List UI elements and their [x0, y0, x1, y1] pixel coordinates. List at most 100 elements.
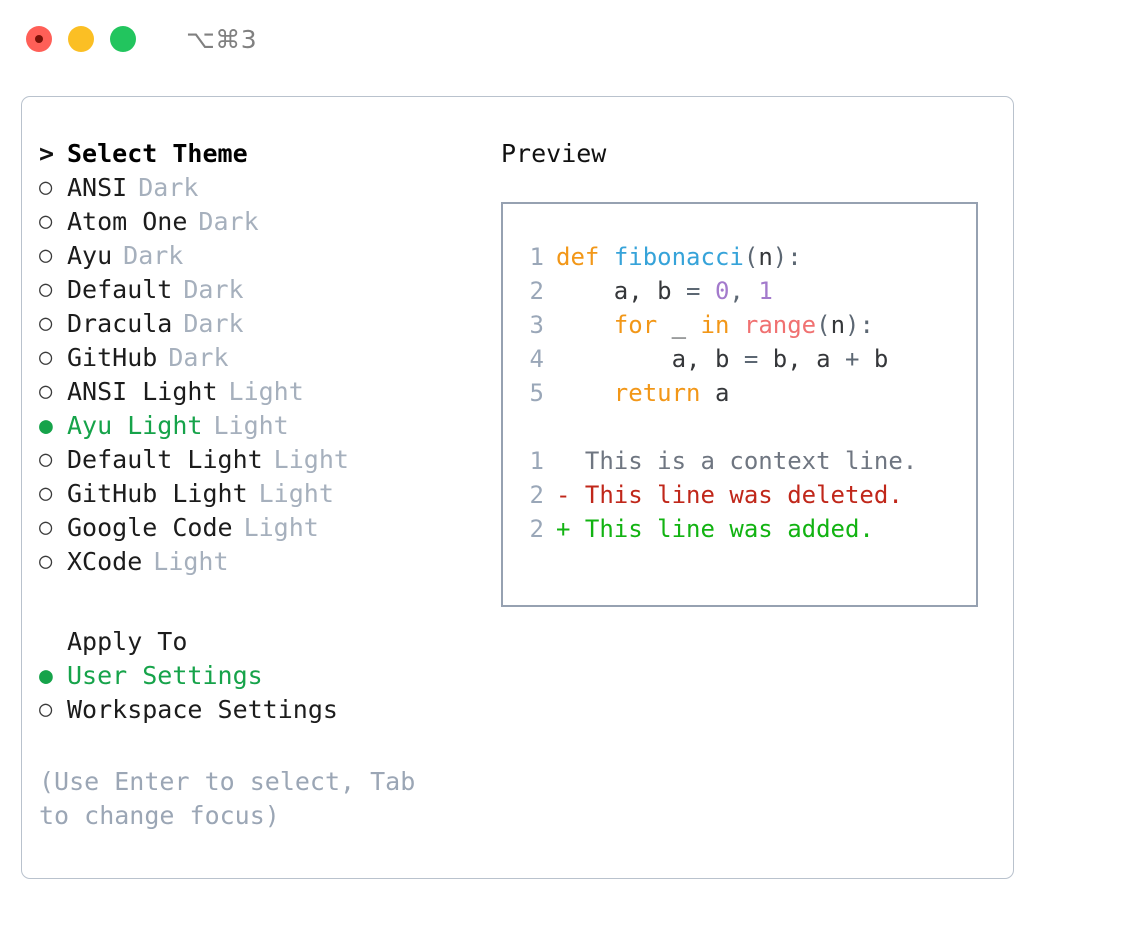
code-token: b [873, 345, 889, 373]
radio-unselected-icon: ○ [39, 549, 53, 574]
minimize-window-button[interactable] [68, 26, 94, 52]
theme-option-label: Ayu Light [67, 411, 203, 440]
code-diff-spacer [520, 410, 976, 444]
theme-option-label: Atom One [67, 207, 188, 236]
theme-option-github-light[interactable]: ○ GitHub Light Light [39, 477, 491, 511]
radio-unselected-icon: ○ [39, 481, 53, 506]
theme-option-github[interactable]: ○ GitHub Dark [39, 341, 491, 375]
theme-option-label: ANSI Light [67, 377, 218, 406]
code-token: fibonacci [613, 243, 744, 271]
diff-line-text: - This line was deleted. [556, 481, 903, 509]
radio-unselected-icon: ○ [39, 175, 53, 200]
bullet-placeholder-icon: ○ [39, 625, 67, 659]
line-number: 2 [529, 515, 544, 543]
code-token: 0 [714, 277, 730, 305]
apply-to-option-user-settings[interactable]: ●User Settings [39, 659, 491, 693]
hint-text: (Use Enter to select, Tab to change focu… [39, 767, 416, 830]
line-number: 2 [529, 277, 544, 305]
traffic-lights [26, 26, 136, 52]
code-token [729, 311, 743, 339]
theme-option-label: Ayu [67, 241, 113, 270]
code-token: for [613, 311, 658, 339]
radio-unselected-icon: ○ [39, 277, 53, 302]
select-theme-header: > Select Theme [39, 137, 491, 171]
theme-variant-label: Light [273, 445, 349, 474]
radio-unselected-icon: ○ [39, 447, 53, 472]
radio-selected-icon: ● [39, 663, 53, 689]
apply-to-option-label: Workspace Settings [67, 695, 338, 724]
select-theme-title: Select Theme [67, 139, 248, 168]
radio-unselected-icon: ○ [39, 379, 53, 404]
code-token [599, 243, 613, 271]
diff-sample: 1 This is a context line. 2 - This line wa… [520, 444, 976, 546]
code-token: ): [772, 243, 802, 271]
theme-variant-label: Light [228, 377, 304, 406]
code-token: a, b [556, 277, 687, 305]
code-token: 1 [758, 277, 773, 305]
diff-line-text: This is a context line. [556, 447, 918, 475]
caret-icon: > [39, 139, 55, 168]
theme-option-default-light[interactable]: ○ Default Light Light [39, 443, 491, 477]
theme-variant-label: Light [258, 479, 334, 508]
code-token: , [729, 277, 759, 305]
theme-option-xcode[interactable]: ○ XCode Light [39, 545, 491, 579]
theme-option-label: Default Light [67, 445, 263, 474]
diff-line-ctx: 1 This is a context line. [520, 444, 976, 478]
code-token: return [613, 379, 701, 407]
diff-line-text: + This line was added. [556, 515, 874, 543]
theme-option-default[interactable]: ○ Default Dark [39, 273, 491, 307]
theme-option-label: GitHub [67, 343, 158, 372]
theme-option-label: ANSI [67, 173, 128, 202]
code-token [556, 379, 614, 407]
code-token: a, b [556, 345, 744, 373]
theme-option-label: GitHub Light [67, 479, 248, 508]
theme-option-label: Default [67, 275, 173, 304]
code-token: range [743, 311, 817, 339]
theme-option-label: Google Code [67, 513, 233, 542]
code-token: + [845, 345, 874, 373]
code-token [556, 311, 614, 339]
preview-title: Preview [501, 139, 607, 168]
apply-to-option-workspace-settings[interactable]: ○Workspace Settings [39, 693, 491, 727]
theme-option-ansi-light[interactable]: ○ ANSI Light Light [39, 375, 491, 409]
line-number: 1 [529, 447, 544, 475]
code-line: 2 a, b = 0, 1 [520, 274, 976, 308]
code-token: n [830, 311, 846, 339]
close-window-button[interactable] [26, 26, 52, 52]
theme-variant-label: Light [153, 547, 229, 576]
theme-option-label: XCode [67, 547, 143, 576]
code-token: in [700, 311, 730, 339]
radio-unselected-icon: ○ [39, 311, 53, 336]
code-line: 3 for _ in range(n): [520, 308, 976, 342]
maximize-window-button[interactable] [110, 26, 136, 52]
line-number: 3 [529, 311, 544, 339]
radio-selected-icon: ● [39, 413, 53, 439]
theme-variant-label: Dark [168, 343, 229, 372]
code-token: = [686, 277, 715, 305]
theme-variant-label: Dark [183, 275, 244, 304]
line-number: 4 [529, 345, 544, 373]
theme-variant-label: Dark [198, 207, 259, 236]
code-token: _ [657, 311, 701, 339]
apply-to-title: Apply To [67, 627, 188, 656]
theme-option-label: Dracula [67, 309, 173, 338]
radio-unselected-icon: ○ [39, 243, 53, 268]
code-token: ): [845, 311, 874, 339]
apply-to-header: ○ Apply To [39, 625, 491, 659]
code-token: ( [743, 243, 759, 271]
title-bar: ⌥⌘3 [0, 0, 1140, 78]
code-line: 5 return a [520, 376, 976, 410]
radio-unselected-icon: ○ [39, 345, 53, 370]
section-spacer [39, 579, 491, 625]
